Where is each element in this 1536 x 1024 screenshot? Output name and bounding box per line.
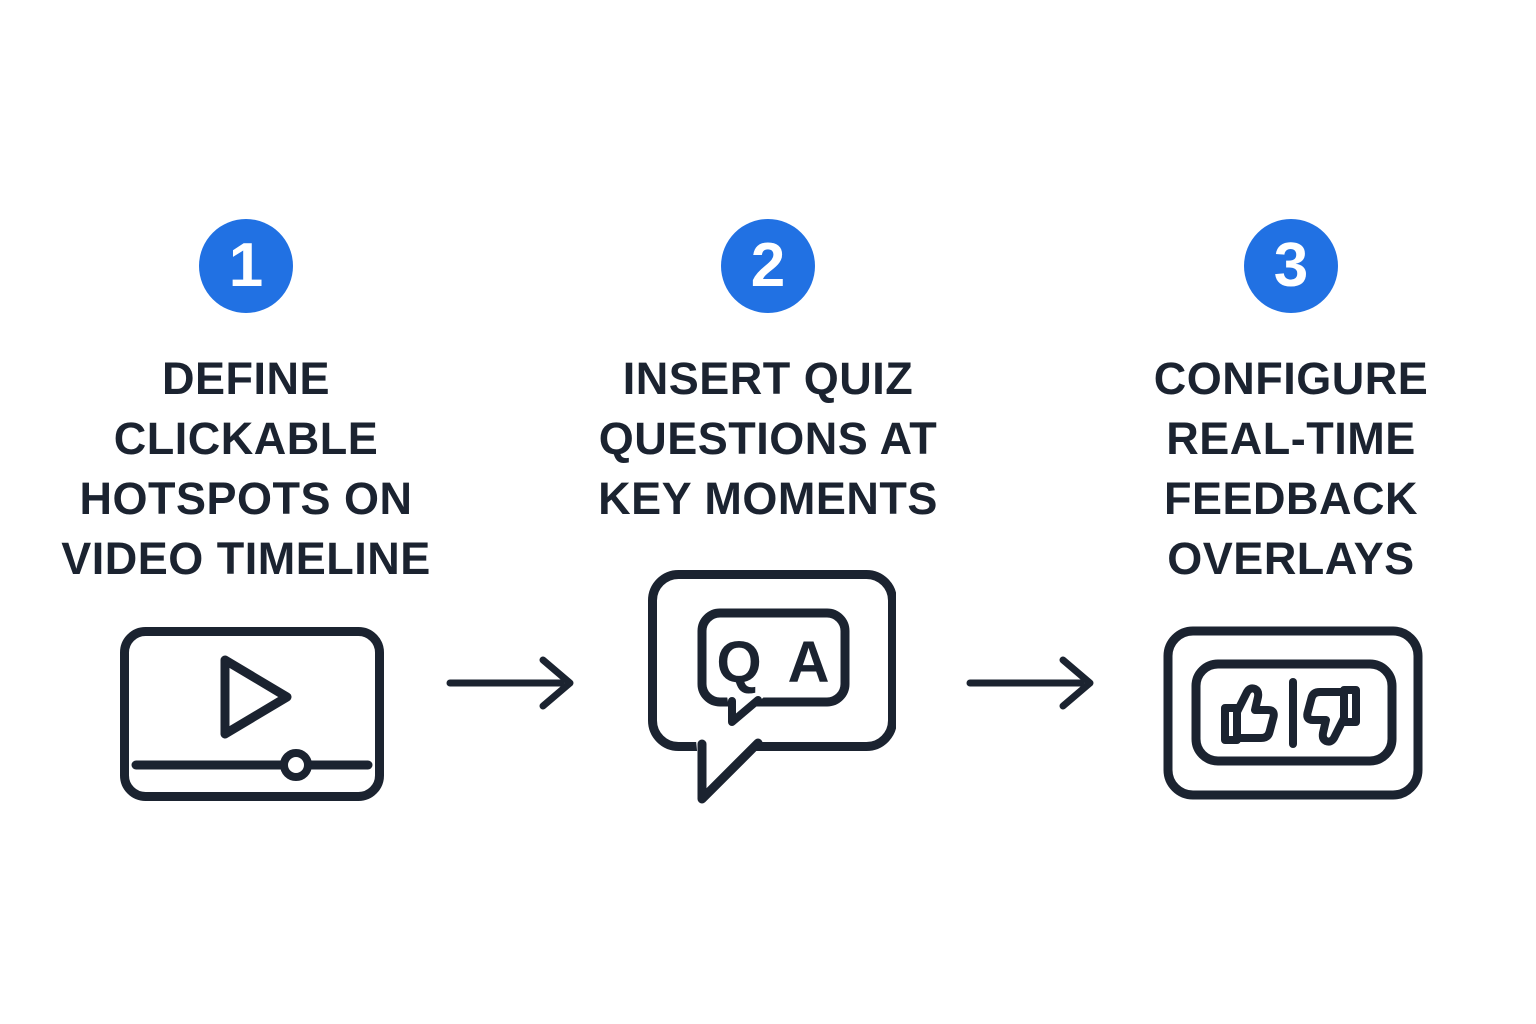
thumbs-down-icon [1307,690,1356,742]
step-1-number: 1 [228,231,264,300]
inner-bubble-tail [728,696,762,726]
thumbs-up-icon [1221,684,1278,744]
step-3-badge: 3 [1244,219,1338,313]
step-1-title: DEFINE CLICKABLE HOTSPOTS ON VIDEO TIMEL… [61,353,431,584]
feedback-thumbs-icon [1163,626,1423,800]
step-3-title: CONFIGURE REAL-TIME FEEDBACK OVERLAYS [1153,353,1429,584]
step-2-number: 2 [750,231,786,300]
step-3-number: 3 [1273,231,1309,300]
step-2-badge: 2 [721,219,815,313]
step-1-badge: 1 [199,219,293,313]
inner-speech-bubble [697,608,850,707]
overlay-frame [1163,626,1423,800]
arrow-right-icon [966,656,1094,710]
qa-label: Q A [717,630,836,695]
video-player-icon [120,627,384,801]
arrow-right-icon [446,656,574,710]
feedback-panel [1191,659,1397,766]
play-icon [220,655,292,739]
quiz-bubble-icon: Q A [648,570,896,804]
video-frame [120,627,384,801]
step-2-title: INSERT QUIZ QUESTIONS AT KEY MOMENTS [598,353,938,524]
outer-bubble-tail [697,738,763,804]
outer-speech-bubble [648,570,896,751]
playhead-handle [280,749,312,781]
